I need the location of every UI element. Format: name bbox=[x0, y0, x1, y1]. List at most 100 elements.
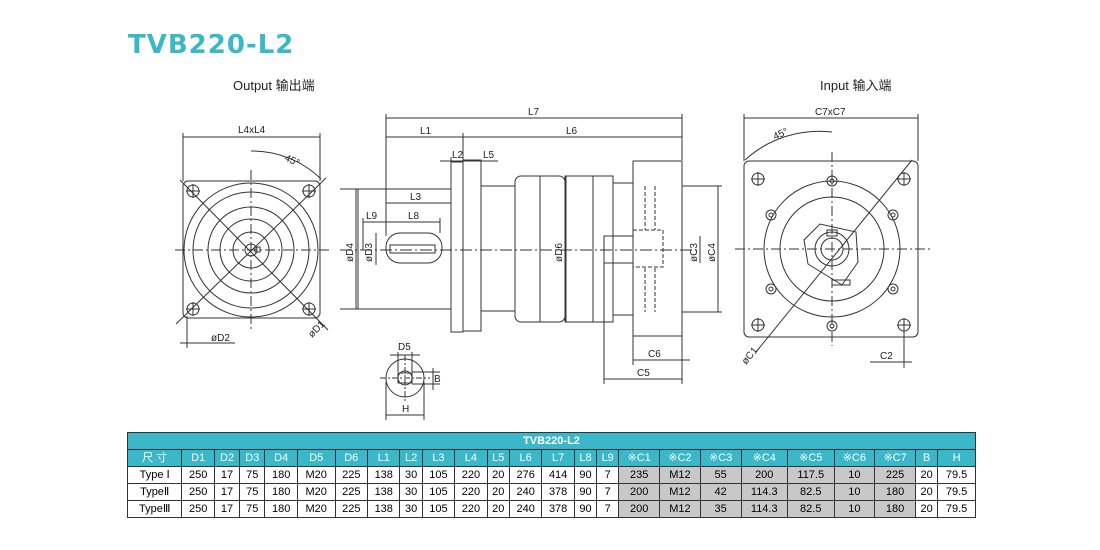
table-cell: 79.5 bbox=[937, 483, 976, 501]
table-header-cell: ※C1 bbox=[618, 449, 661, 467]
dim-c2: C2 bbox=[880, 351, 893, 362]
table-cell: 220 bbox=[454, 466, 488, 484]
dim-l3: L3 bbox=[410, 192, 422, 203]
table-cell: 20 bbox=[486, 466, 510, 484]
table-cell: 20 bbox=[914, 466, 939, 484]
table-cell: 240 bbox=[508, 483, 543, 501]
table-cell: 180 bbox=[264, 483, 298, 501]
dim-d2: øD2 bbox=[211, 333, 230, 344]
table-cell: 17 bbox=[213, 500, 241, 518]
table-header-cell: B bbox=[914, 449, 939, 467]
table-header-cell: L5 bbox=[486, 449, 510, 467]
table-cell: 378 bbox=[541, 483, 575, 501]
dim-d3: øD3 bbox=[364, 243, 375, 262]
dim-c7xc7: C7xC7 bbox=[815, 107, 846, 118]
dim-c3: øC3 bbox=[689, 243, 700, 262]
table-cell: 10 bbox=[833, 483, 876, 501]
table-cell: 250 bbox=[181, 500, 215, 518]
table-header-cell: ※C7 bbox=[874, 449, 916, 467]
table-cell: 30 bbox=[399, 483, 423, 501]
table-cell: 378 bbox=[541, 500, 575, 518]
table-cell: 42 bbox=[699, 483, 742, 501]
table-header-cell: ※C4 bbox=[740, 449, 788, 467]
table-header-cell: L1 bbox=[366, 449, 401, 467]
dim-d4: øD4 bbox=[345, 243, 356, 262]
table-header-cell: D3 bbox=[239, 449, 266, 467]
table-cell: 225 bbox=[874, 466, 916, 484]
output-flange-view bbox=[175, 133, 330, 348]
table-header-cell: D1 bbox=[181, 449, 215, 467]
dim-c5: C5 bbox=[637, 368, 650, 379]
table-cell: 276 bbox=[508, 466, 543, 484]
table-cell: 20 bbox=[914, 500, 939, 518]
dim-l4xl4: L4xL4 bbox=[238, 125, 266, 136]
row-type-label: TypeⅢ bbox=[126, 500, 183, 518]
dim-l5: L5 bbox=[483, 150, 495, 161]
table-cell: 225 bbox=[334, 500, 369, 518]
table-cell: 220 bbox=[454, 483, 488, 501]
table-header-cell: L2 bbox=[399, 449, 423, 467]
table-cell: 225 bbox=[334, 466, 369, 484]
table-header-cell: H bbox=[937, 449, 976, 467]
table-header-cell: D6 bbox=[334, 449, 369, 467]
table-cell: 90 bbox=[573, 483, 598, 501]
table-cell: 138 bbox=[366, 483, 401, 501]
table-header-cell: L7 bbox=[541, 449, 575, 467]
table-cell: 10 bbox=[833, 500, 876, 518]
table-header-cell: L3 bbox=[421, 449, 456, 467]
dim-h: H bbox=[402, 404, 409, 415]
table-cell: 414 bbox=[541, 466, 575, 484]
table-header-cell: D2 bbox=[213, 449, 241, 467]
table-cell: 82.5 bbox=[787, 500, 835, 518]
table-cell: 138 bbox=[366, 466, 401, 484]
table-cell: 30 bbox=[399, 466, 423, 484]
table-header-cell: L4 bbox=[454, 449, 488, 467]
dim-c6: C6 bbox=[648, 349, 661, 360]
table-cell: 235 bbox=[618, 466, 661, 484]
table-cell: 20 bbox=[486, 483, 510, 501]
table-header-cell: 尺 寸 bbox=[126, 449, 183, 467]
table-cell: 90 bbox=[573, 500, 598, 518]
table-cell: 79.5 bbox=[937, 466, 976, 484]
dim-angle-input: 45° bbox=[772, 126, 790, 142]
gearbox-side-view bbox=[340, 114, 722, 384]
table-cell: 180 bbox=[874, 500, 916, 518]
dim-d5: D5 bbox=[398, 342, 411, 353]
table-cell: 17 bbox=[213, 466, 241, 484]
table-cell: 114.3 bbox=[740, 500, 788, 518]
dim-l1: L1 bbox=[420, 126, 432, 137]
table-header-cell: ※C3 bbox=[699, 449, 742, 467]
table-cell: 79.5 bbox=[937, 500, 976, 518]
table-cell: 250 bbox=[181, 466, 215, 484]
table-cell: M12 bbox=[659, 483, 701, 501]
table-cell: 117.5 bbox=[787, 466, 835, 484]
table-cell: 55 bbox=[699, 466, 742, 484]
table-cell: 225 bbox=[334, 483, 369, 501]
dim-l9: L9 bbox=[366, 211, 378, 222]
table-cell: 105 bbox=[421, 500, 456, 518]
table-header-cell: D5 bbox=[296, 449, 336, 467]
table-cell: 114.3 bbox=[740, 483, 788, 501]
table-cell: M12 bbox=[659, 466, 701, 484]
table-cell: 20 bbox=[486, 500, 510, 518]
table-cell: 250 bbox=[181, 483, 215, 501]
page-title: TVB220-L2 bbox=[128, 30, 295, 60]
table-cell: 180 bbox=[874, 483, 916, 501]
dim-c1: øC1 bbox=[740, 345, 761, 367]
table-cell: 200 bbox=[618, 500, 661, 518]
table-header-cell: L8 bbox=[573, 449, 598, 467]
table-cell: 7 bbox=[596, 500, 620, 518]
table-cell: 17 bbox=[213, 483, 241, 501]
table-cell: 35 bbox=[699, 500, 742, 518]
table-cell: 75 bbox=[239, 500, 266, 518]
table-cell: 105 bbox=[421, 466, 456, 484]
table-cell: M20 bbox=[296, 500, 336, 518]
table-caption: TVB220-L2 bbox=[127, 432, 976, 450]
dim-d1: øD1 bbox=[306, 319, 327, 340]
table-header-cell: ※C2 bbox=[659, 449, 701, 467]
table-cell: M12 bbox=[659, 500, 701, 518]
